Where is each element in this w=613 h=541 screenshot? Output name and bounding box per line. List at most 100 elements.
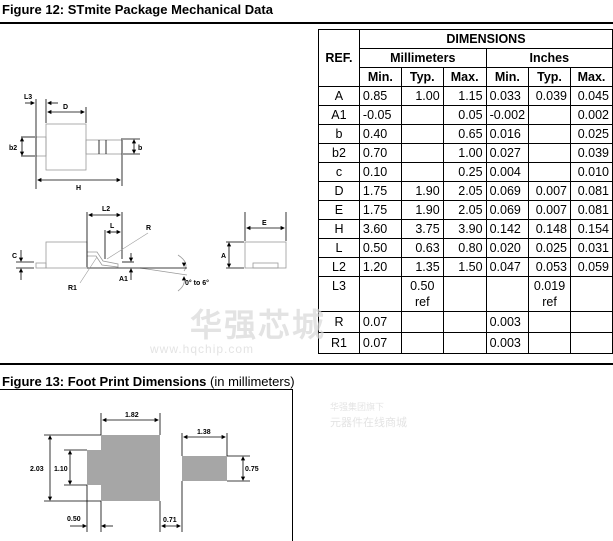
in-min-cell: -0.002 [485, 105, 530, 125]
in-min-header: Min. [485, 67, 530, 87]
dimensions-header: DIMENSIONS [358, 29, 613, 49]
mm-min-cell: 0.40 [358, 124, 402, 144]
figure-13-frame-right [292, 389, 293, 541]
in-min-cell: 0.033 [485, 86, 530, 106]
ref-cell: L3 [318, 276, 360, 312]
label-L: L [110, 223, 115, 230]
ref-cell: L [318, 238, 360, 258]
mm-typ-cell: 1.90 [400, 200, 444, 220]
mm-min-cell: 1.20 [358, 257, 402, 277]
ref-cell: E [318, 200, 360, 220]
figure-13-rule [0, 389, 293, 390]
mm-max-cell: 1.15 [442, 86, 487, 106]
footprint-drawing: 1.82 1.38 2.03 1.10 0.75 0.50 0.71 [30, 412, 259, 532]
mm-min-cell: 0.50 [358, 238, 402, 258]
mm-min-header: Min. [358, 67, 402, 87]
mm-max-cell: 0.65 [442, 124, 487, 144]
package-body-end [244, 241, 287, 269]
in-typ-cell [528, 311, 571, 333]
in-max-cell: 0.025 [570, 124, 613, 144]
mm-min-cell: 0.70 [358, 143, 402, 163]
footprint-dimension-lines [44, 413, 250, 532]
lead-end [252, 262, 279, 269]
watermark-chinese: 华强芯城 [190, 307, 327, 343]
in-typ-cell: 0.007 [528, 181, 571, 201]
mm-min-cell: -0.05 [358, 105, 402, 125]
label-L2: L2 [102, 206, 110, 213]
ref-note: ref [542, 295, 557, 309]
label-total-height: 2.03 [30, 466, 44, 473]
in-typ-cell: 0.039 [528, 86, 571, 106]
inches-header: Inches [485, 48, 613, 68]
mm-min-cell: 0.07 [358, 311, 402, 333]
label-pad2-height: 0.75 [245, 466, 259, 473]
mm-max-cell: 0.05 [442, 105, 487, 125]
in-max-cell: 0.045 [570, 86, 613, 106]
mm-typ-header: Typ. [400, 67, 444, 87]
mm-typ-cell: 1.35 [400, 257, 444, 277]
label-pad2-width: 1.38 [197, 429, 211, 436]
mm-typ-cell: 1.90 [400, 181, 444, 201]
in-max-cell [570, 311, 613, 333]
mm-typ-cell [400, 332, 444, 354]
table-header-row-3: Min. Typ. Max. Min. Typ. Max. [319, 67, 613, 87]
in-min-cell: 0.016 [485, 124, 530, 144]
value: 0.50 [410, 279, 435, 293]
in-max-cell: 0.059 [570, 257, 613, 277]
in-min-cell: 0.027 [485, 143, 530, 163]
package-body-side [45, 241, 88, 269]
mm-max-cell [442, 276, 487, 312]
ref-cell: D [318, 181, 360, 201]
mm-max-cell: 0.25 [442, 162, 487, 182]
watermark-text-1: 华强集团旗下 [330, 402, 385, 412]
in-max-cell: 0.010 [570, 162, 613, 182]
mm-typ-cell: 3.75 [400, 219, 444, 239]
figure-13-title: Figure 13: Foot Print Dimensions (in mil… [2, 374, 295, 389]
ref-cell: R1 [318, 332, 360, 354]
label-E: E [262, 220, 267, 227]
in-min-cell: 0.004 [485, 162, 530, 182]
in-typ-cell: 0.148 [528, 219, 571, 239]
side-view-dimension-lines [16, 212, 287, 281]
watermark-url: www.hqchip.com [150, 342, 255, 356]
in-typ-cell [528, 143, 571, 163]
in-max-cell: 0.081 [570, 181, 613, 201]
label-L3: L3 [24, 94, 32, 101]
mm-max-cell: 2.05 [442, 200, 487, 220]
pad-large [101, 435, 160, 501]
mm-max-cell: 1.50 [442, 257, 487, 277]
watermark-text-2: 元器件在线商城 [330, 417, 407, 429]
in-min-cell: 0.003 [485, 332, 530, 354]
lead-right [85, 139, 123, 155]
ref-cell: b [318, 124, 360, 144]
in-typ-cell [528, 332, 571, 354]
mm-min-cell: 0.85 [358, 86, 402, 106]
mm-min-cell: 1.75 [358, 181, 402, 201]
mm-min-cell: 1.75 [358, 200, 402, 220]
ref-cell: c [318, 162, 360, 182]
mm-max-cell [442, 332, 487, 354]
ref-cell: A [318, 86, 360, 106]
in-min-cell: 0.142 [485, 219, 530, 239]
top-view-dimension-lines [19, 99, 140, 189]
label-angle: 0° to 6° [185, 279, 209, 287]
in-typ-cell [528, 105, 571, 125]
figure-13-title-unit: (in millimeters) [206, 374, 295, 389]
in-max-header: Max. [570, 67, 613, 87]
in-typ-cell [528, 162, 571, 182]
in-min-cell [485, 276, 530, 312]
mm-min-cell: 0.07 [358, 332, 402, 354]
in-max-cell: 0.154 [570, 219, 613, 239]
pad-step [87, 450, 101, 485]
label-D: D [63, 104, 68, 111]
label-gap: 0.71 [163, 517, 177, 524]
